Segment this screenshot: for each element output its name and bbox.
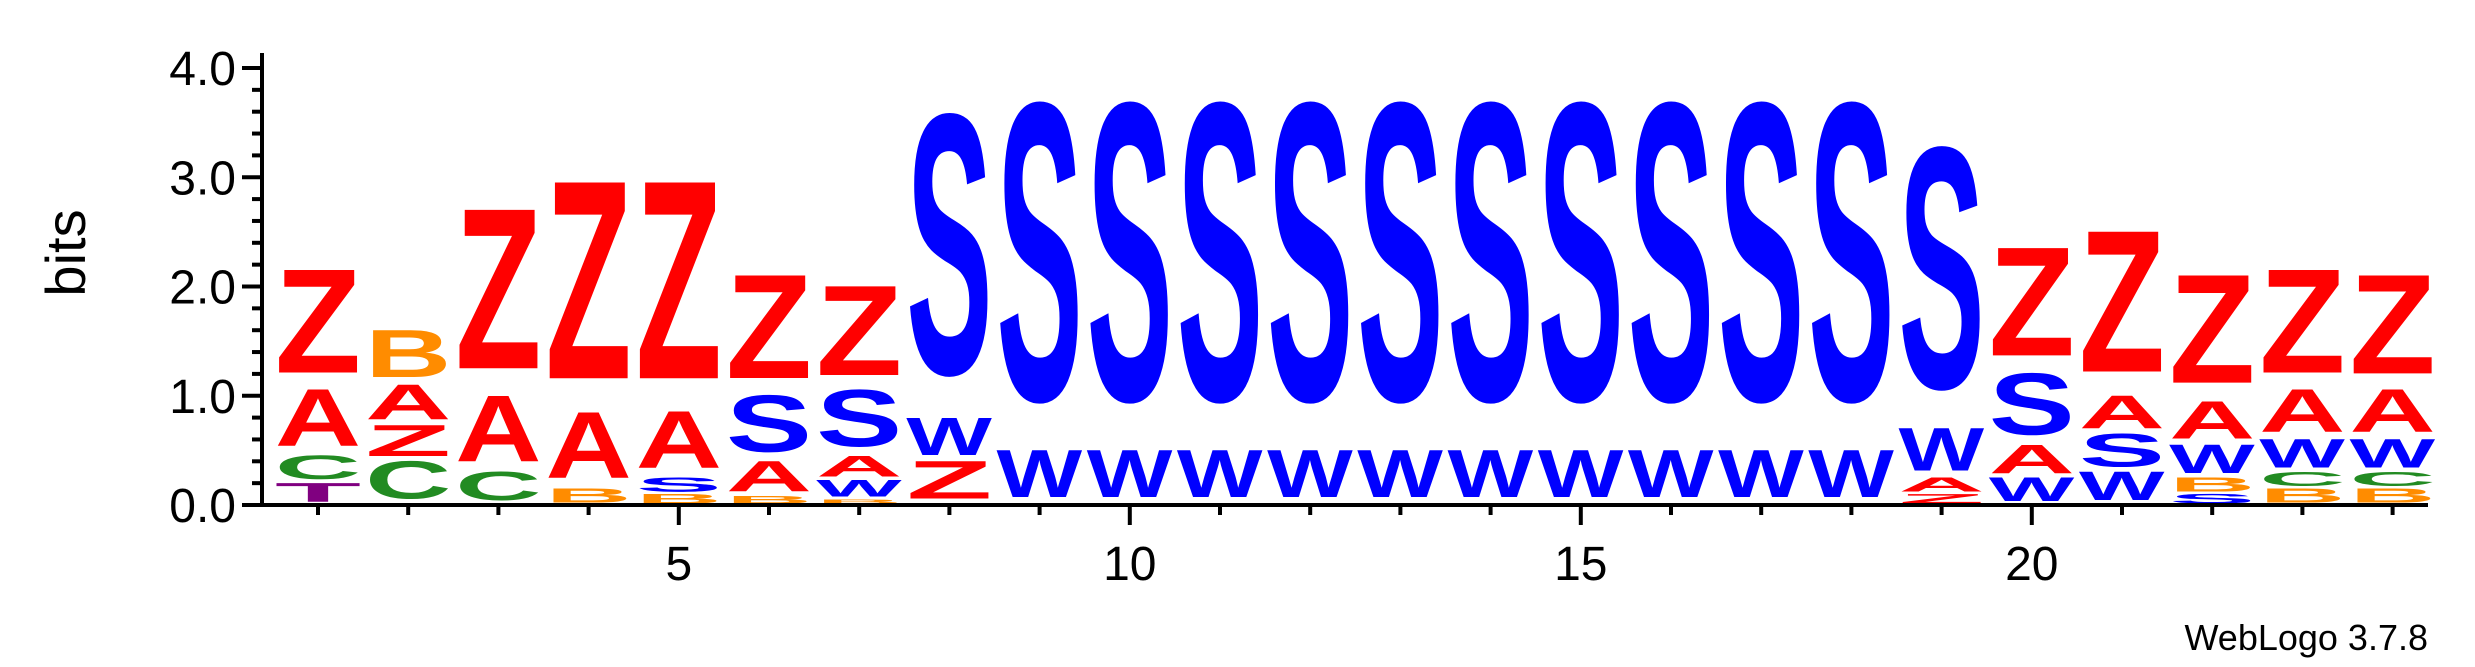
logo-letter-w: W [2169, 436, 2255, 482]
logo-letter-s: S [2169, 491, 2255, 506]
logo-letter-b: B [636, 491, 722, 506]
x-tick-label: 10 [1103, 538, 1156, 591]
logo-letter-a: A [726, 452, 812, 500]
logo-letter-z: Z [546, 121, 632, 439]
logo-letter-t: T [275, 477, 361, 507]
logo-letter-z: Z [2350, 246, 2436, 405]
logo-letter-a: A [2079, 386, 2165, 439]
logo-letter-z: Z [1899, 491, 1985, 506]
logo-letter-a: A [636, 395, 722, 486]
logo-letter-c: C [2350, 468, 2436, 491]
logo-letter-z: Z [2079, 189, 2165, 416]
logo-letter-b: B [2259, 484, 2345, 507]
logo-letter-z: Z [816, 259, 902, 403]
logo-letter-s: S [1718, 14, 1804, 490]
x-tick-label: 15 [1554, 538, 1607, 591]
logo-letter-b: B [2350, 484, 2436, 507]
logo-letter-z: Z [2259, 238, 2345, 404]
logo-letter-w: W [816, 475, 902, 502]
logo-letter-s: S [1538, 14, 1624, 490]
logo-letter-a: A [2169, 389, 2255, 450]
logo-letter-w: W [1628, 436, 1714, 511]
logo-letter-a: A [2350, 378, 2436, 446]
logo-letter-c: C [455, 463, 541, 509]
y-tick-label: 0.0 [169, 480, 236, 533]
logo-letter-a: A [1989, 436, 2075, 482]
logo-letter-s: S [1087, 14, 1173, 490]
logo-letter-s: S [1899, 76, 1985, 461]
logo-letter-w: W [2350, 430, 2436, 476]
logo-letter-s: S [1267, 14, 1353, 490]
logo-letter-w: W [1357, 436, 1443, 511]
logo-letter-b: B [816, 498, 902, 506]
weblogo-credit: WebLogo 3.7.8 [2184, 617, 2428, 658]
logo-letter-c: C [2259, 468, 2345, 491]
logo-letter-s: S [906, 38, 992, 454]
logo-letter-s: S [997, 14, 1083, 490]
logo-letter-w: W [1899, 416, 1985, 484]
logo-letter-z: Z [365, 416, 451, 466]
y-tick-label: 3.0 [169, 152, 236, 205]
logo-letter-w: W [2259, 430, 2345, 476]
logo-letter-a: A [816, 450, 902, 483]
logo-letter-a: A [2259, 378, 2345, 446]
logo-letter-w: W [2079, 463, 2165, 509]
logo-letter-z: Z [906, 449, 992, 510]
logo-letter-s: S [1177, 14, 1263, 490]
logo-letter-a: A [365, 374, 451, 430]
logo-letter-b: B [546, 484, 632, 507]
logo-letter-s: S [816, 372, 902, 463]
logo-letter-s: S [2079, 424, 2165, 477]
y-tick-label: 1.0 [169, 371, 236, 424]
y-axis-label: bits [34, 209, 97, 296]
logo-letter-w: W [1267, 436, 1353, 511]
logo-letter-s: S [1808, 14, 1894, 490]
logo-letter-z: Z [455, 161, 541, 418]
logo-letter-z: Z [275, 238, 361, 404]
logo-letter-s: S [1448, 14, 1534, 490]
logo-letter-a: A [275, 373, 361, 464]
logo-letter-z: Z [1989, 215, 2075, 389]
logo-letter-a: A [1899, 473, 1985, 496]
logo-letter-s: S [1989, 356, 2075, 454]
logo-letter-w: W [1448, 436, 1534, 511]
logo-letter-w: W [1177, 436, 1263, 511]
logo-letter-w: W [997, 436, 1083, 511]
logo-letter-c: C [365, 449, 451, 510]
logo-letter-s: S [1628, 14, 1714, 490]
logo-letter-a: A [455, 375, 541, 481]
logo-letter-w: W [1087, 436, 1173, 511]
logo-letter-z: Z [726, 243, 812, 409]
logo-letter-b: B [726, 494, 812, 506]
logo-letter-b: B [365, 315, 451, 391]
x-tick-label: 5 [665, 538, 692, 591]
logo-letter-w: W [1538, 436, 1624, 511]
logo-letter-w: W [906, 406, 992, 467]
logo-letter-s: S [636, 473, 722, 496]
logo-letter-s: S [1357, 14, 1443, 490]
logo-letter-w: W [1808, 436, 1894, 511]
logo-letter-w: W [1718, 436, 1804, 511]
logo-letter-a: A [546, 391, 632, 497]
y-tick-label: 2.0 [169, 262, 236, 315]
logo-letter-b: B [2169, 473, 2255, 496]
logo-letter-w: W [1989, 470, 2075, 508]
axes: 0.0 1.0 2.0 3.0 4.0 5 10 15 20 [169, 43, 2428, 591]
logo-letter-z: Z [636, 121, 722, 439]
logo-letter-z: Z [2169, 242, 2255, 416]
logo-letter-c: C [275, 449, 361, 487]
logo-letter-s: S [726, 378, 812, 469]
y-tick-label: 4.0 [169, 43, 236, 96]
x-tick-label: 20 [2005, 538, 2058, 591]
